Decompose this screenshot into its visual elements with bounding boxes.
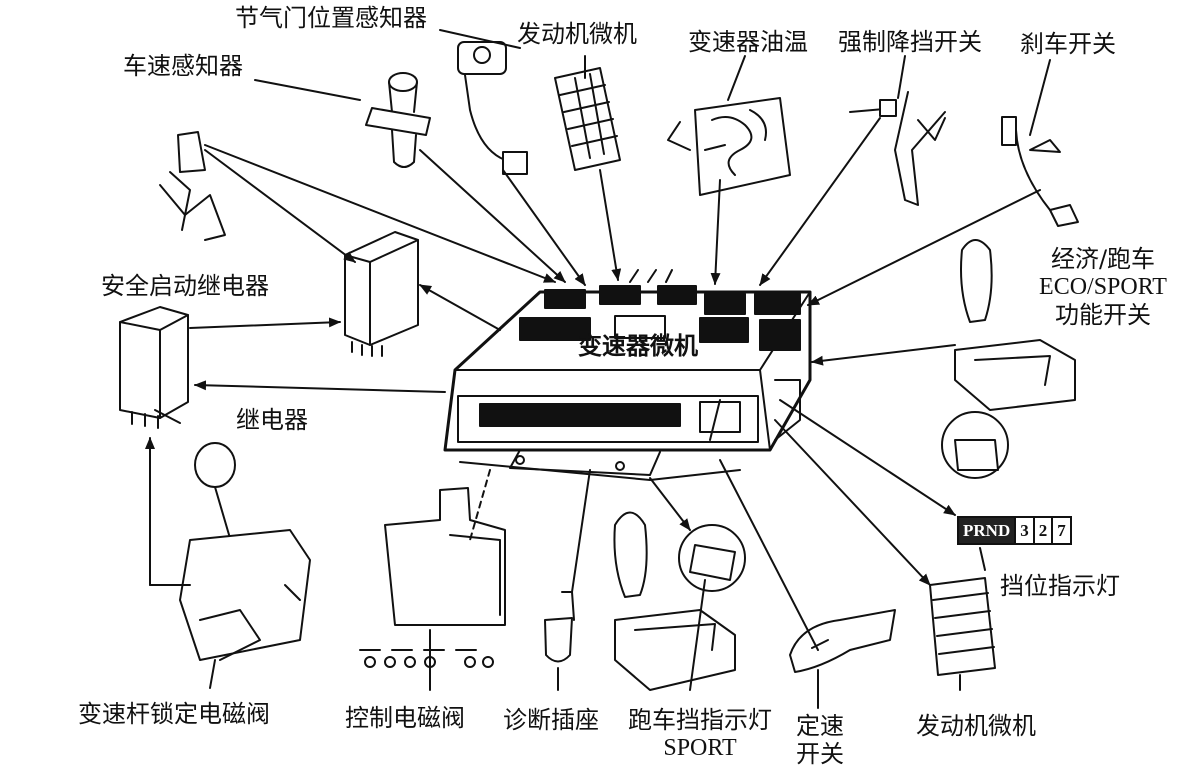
label-kickdown-switch: 强制降挡开关 [838, 28, 982, 56]
label-relay: 继电器 [236, 406, 308, 434]
label-eco-sport-line1: 经济/跑车 [1050, 245, 1156, 273]
label-cruise-line1: 定速 [796, 712, 844, 740]
oil-temp-drawing [667, 97, 791, 196]
sport-lever-drawing [613, 511, 746, 691]
label-eco-sport-switch: 经济/跑车 ECO/SPORT 功能开关 [1028, 245, 1178, 329]
label-brake-switch: 刹车开关 [1020, 30, 1116, 58]
transmission-ecu-box [443, 269, 812, 481]
leader-throttle [439, 29, 521, 49]
leader-speed [254, 79, 361, 101]
label-safety-relay: 安全启动继电器 [101, 272, 269, 300]
engine-ecu-bottom-drawing [929, 577, 996, 676]
safety-relay-drawing [344, 231, 419, 357]
label-shift-lock: 变速杆锁定电磁阀 [78, 700, 270, 728]
label-diag-socket: 诊断插座 [503, 706, 599, 734]
leader-shift-lock [209, 659, 216, 689]
label-eco-sport-line3: 功能开关 [1055, 301, 1151, 329]
leader-oiltemp [727, 55, 746, 101]
label-engine-ecu-top: 发动机微机 [517, 20, 637, 48]
signal-arrows [145, 117, 1041, 651]
leader-sport-ind [689, 579, 706, 691]
lever-top-left-drawing [159, 131, 226, 241]
prnd-cell-7: 7 [1051, 518, 1070, 543]
label-control-solenoid: 控制电磁阀 [345, 704, 465, 732]
leader-brake [1029, 59, 1051, 136]
brake-switch-drawing [1001, 116, 1079, 227]
prnd-cell-3: 3 [1014, 518, 1033, 543]
diag-socket-drawing [544, 591, 575, 663]
throttle-sensor-drawing [457, 41, 528, 175]
leader-relay [154, 409, 181, 424]
leader-gear-ind [979, 547, 986, 571]
cruise-switch-drawing [789, 609, 896, 673]
label-cruise-line2: 开关 [796, 740, 844, 768]
label-trans-ecu: 变速器微机 [578, 332, 698, 360]
kickdown-drawing [849, 91, 946, 206]
prnd-indicator: PRND 3 2 7 [957, 516, 1072, 545]
label-cruise-switch: 定速 开关 [790, 712, 850, 768]
label-gear-indicator: 挡位指示灯 [1000, 572, 1120, 600]
label-speed-sensor: 车速感知器 [123, 52, 243, 80]
label-throttle-sensor: 节气门位置感知器 [235, 4, 427, 32]
relay-drawing [119, 306, 189, 429]
label-engine-ecu-bottom: 发动机微机 [916, 712, 1036, 740]
leader-kickdown [897, 55, 906, 99]
engine-ecu-top-drawing [554, 67, 621, 171]
eco-switch-drawing [941, 239, 1076, 479]
label-sport-indicator-line1: 跑车挡指示灯 [628, 706, 772, 734]
control-solenoid-drawing [359, 487, 506, 668]
label-sport-indicator-line2: SPORT [663, 735, 737, 761]
label-sport-indicator: 跑车挡指示灯 SPORT [614, 706, 786, 762]
prnd-main: PRND [959, 518, 1015, 543]
label-eco-sport-line2: ECO/SPORT [1039, 274, 1167, 300]
speed-sensor-drawing [365, 72, 431, 168]
shift-lock-drawing [179, 442, 311, 661]
prnd-cell-2: 2 [1032, 518, 1052, 543]
label-trans-oil-temp: 变速器油温 [688, 28, 808, 56]
